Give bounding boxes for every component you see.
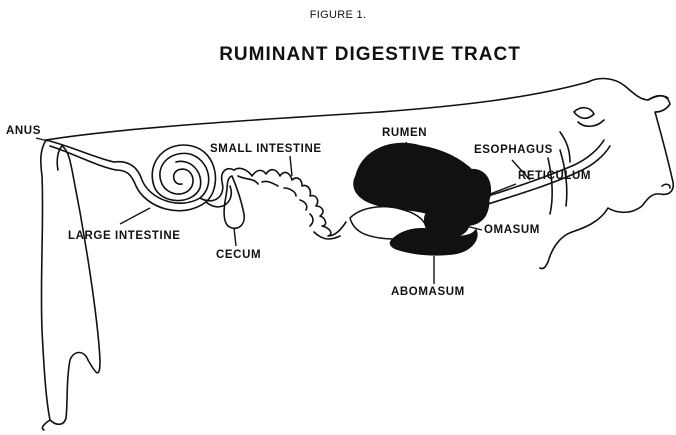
label-reticulum: RETICULUM	[518, 170, 591, 182]
label-omasum: OMASUM	[484, 224, 540, 236]
cow-rear-outline	[41, 140, 100, 424]
small-intestine-coil	[234, 168, 346, 236]
cow-neck-outline	[540, 232, 572, 269]
label-rumen: RUMEN	[382, 127, 427, 139]
cow-eye	[574, 108, 594, 119]
cow-back-outline	[46, 82, 588, 140]
pointer-large-intestine	[120, 208, 150, 224]
label-abomasum: ABOMASUM	[391, 286, 465, 298]
label-small-intestine: SMALL INTESTINE	[210, 143, 322, 155]
label-anus: ANUS	[6, 125, 41, 137]
cow-ear-outline	[648, 96, 668, 100]
label-large-intestine: LARGE INTESTINE	[68, 230, 181, 242]
pointer-small-intestine	[290, 156, 292, 176]
cow-head-outline	[572, 79, 673, 232]
label-cecum: CECUM	[216, 249, 261, 261]
rectum-tube	[46, 140, 114, 162]
pointer-cecum	[234, 228, 236, 246]
label-esophagus: ESOPHAGUS	[474, 144, 553, 156]
